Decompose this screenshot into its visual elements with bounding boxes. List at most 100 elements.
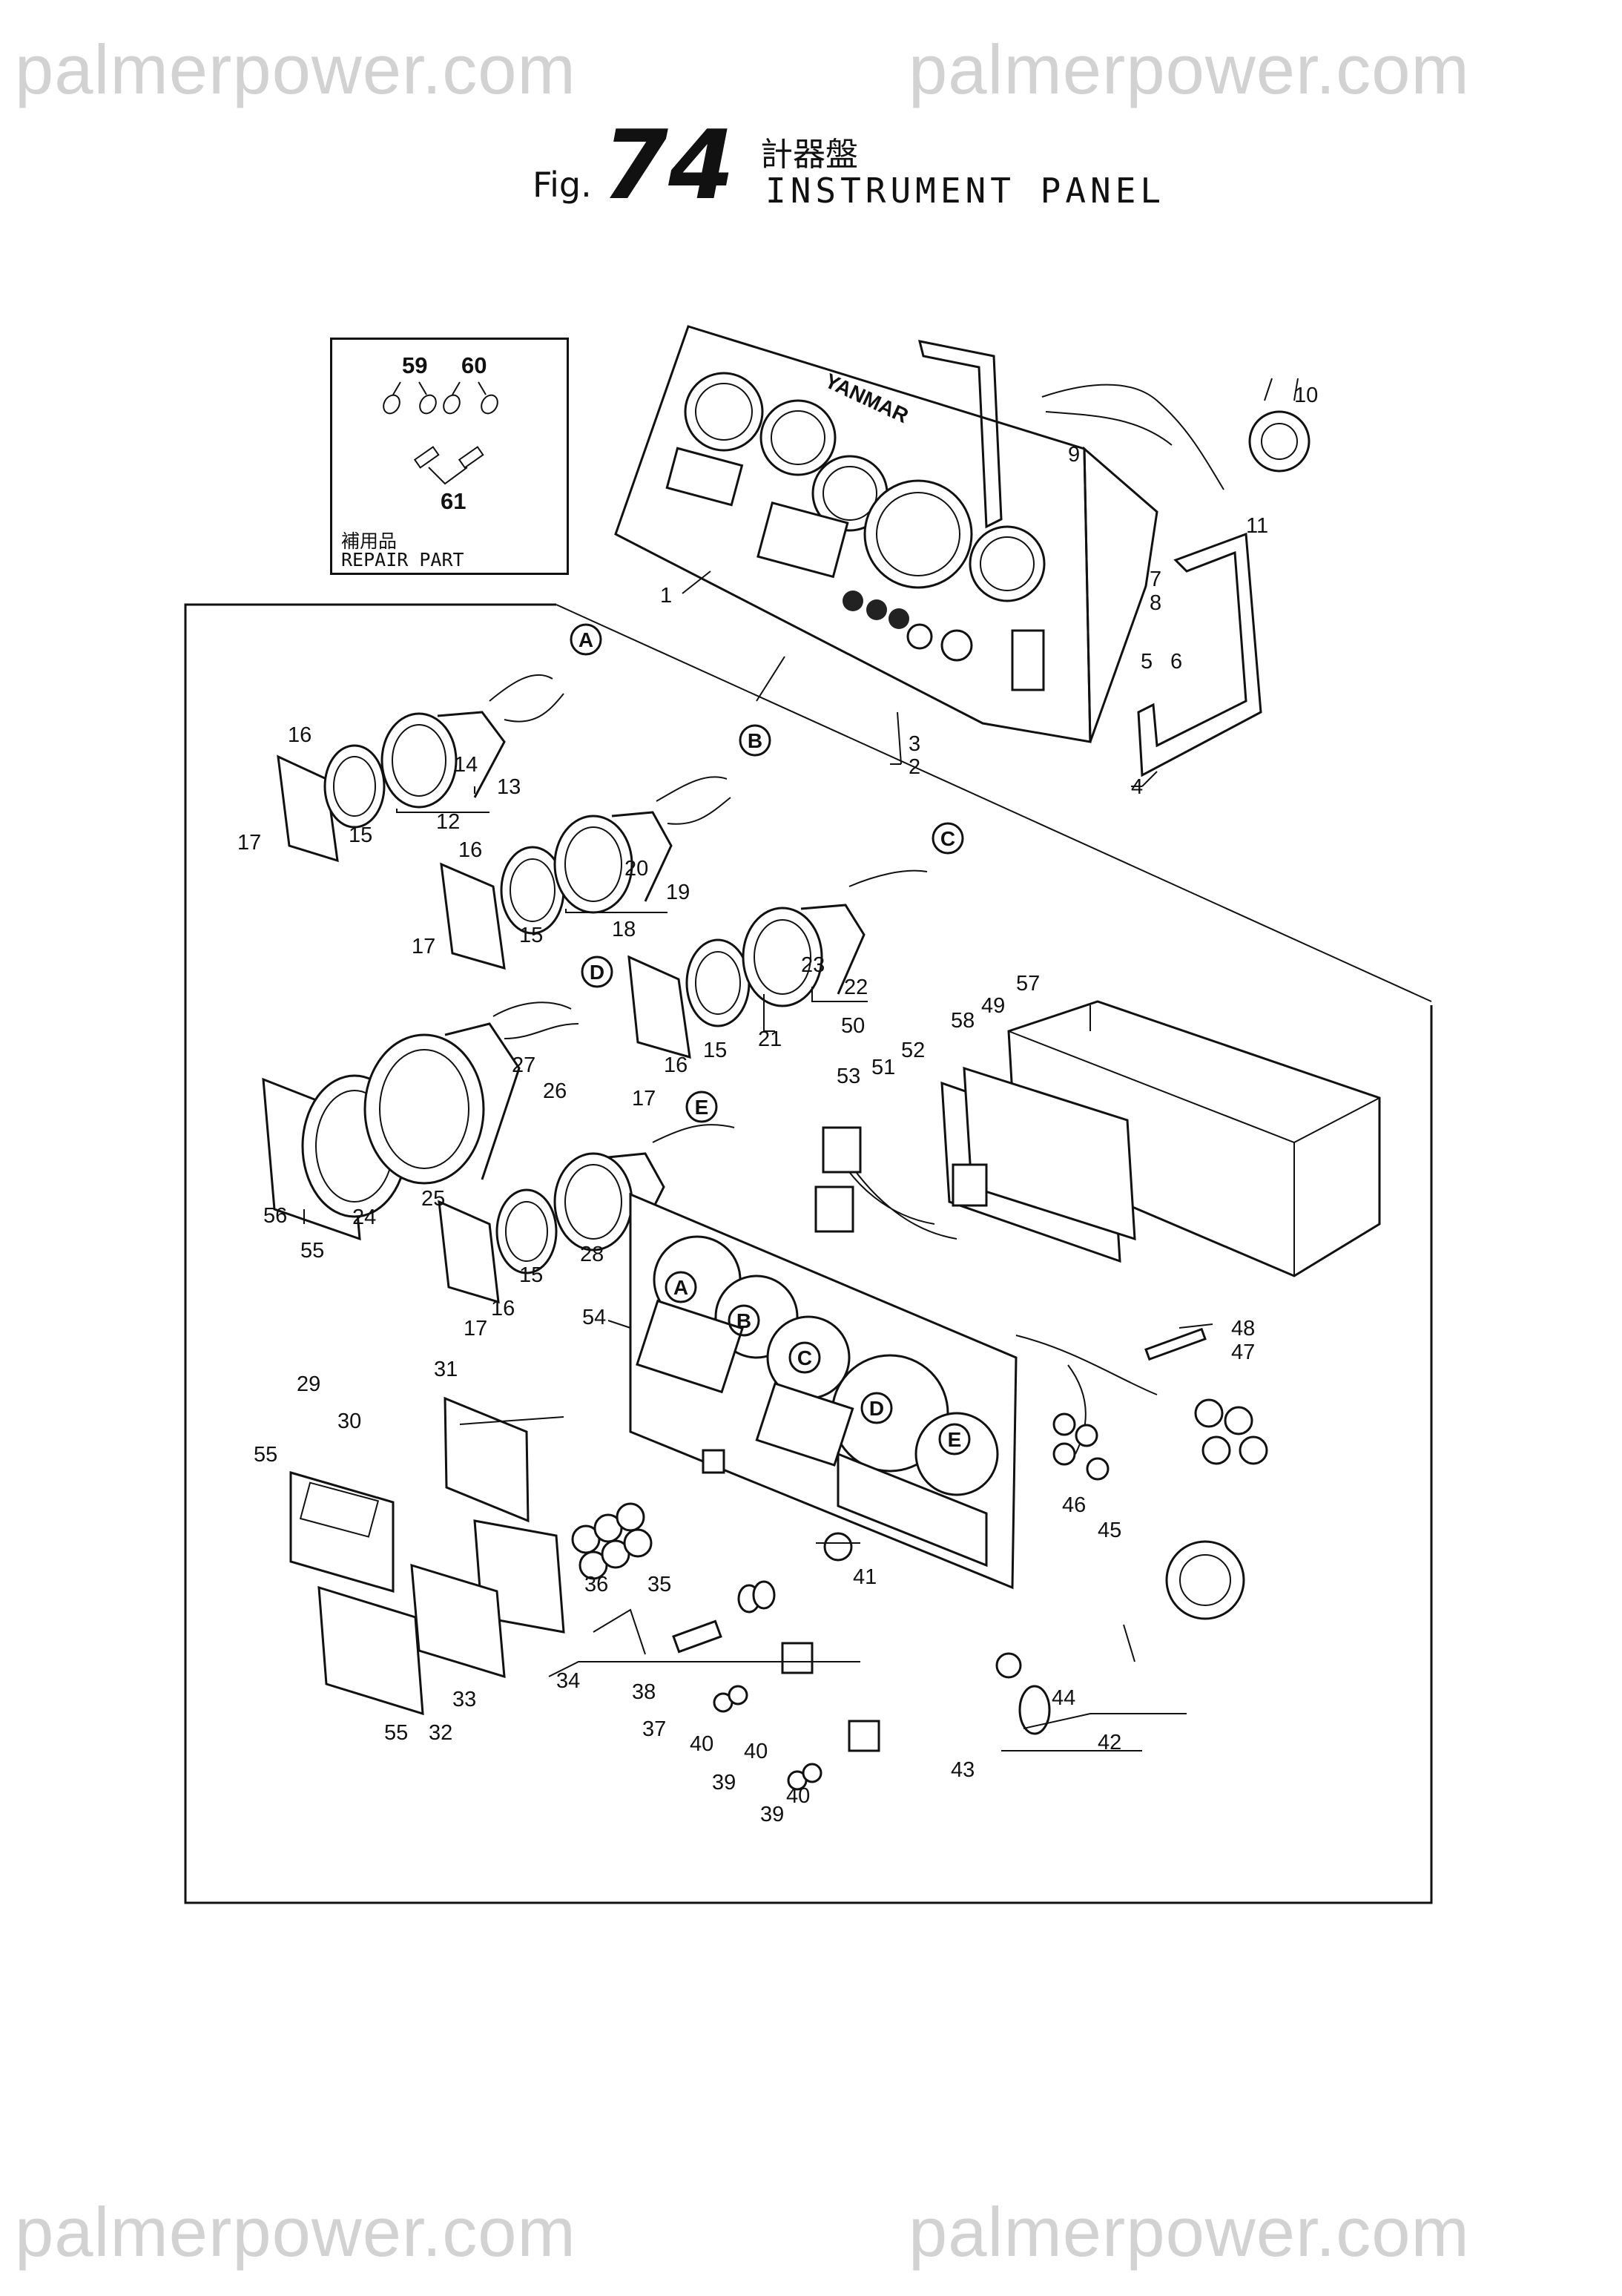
part-label-58: 58: [951, 1009, 975, 1033]
figure-title: INSTRUMENT PANEL: [765, 171, 1166, 211]
left-meter-components: [289, 1396, 725, 1716]
part-label-44: 44: [1052, 1686, 1075, 1710]
panel-ref-c: C: [797, 1346, 812, 1369]
part-label-50: 50: [841, 1014, 865, 1038]
part-label-33: 33: [452, 1688, 476, 1711]
part-label-41: 41: [853, 1565, 877, 1589]
part-label-12: 12: [436, 810, 460, 834]
part-label-53: 53: [837, 1065, 860, 1088]
exploded-view-frame: [184, 603, 1433, 1904]
part-label-11: 11: [1246, 514, 1268, 538]
ref-circle-e: E: [695, 1096, 709, 1119]
panel-ref-b: B: [736, 1309, 751, 1332]
gauge-assembly-d: [262, 1001, 579, 1241]
part-label-10: 10: [1294, 384, 1318, 407]
part-label-26: 26: [543, 1079, 567, 1103]
part-number-labels: 1 2 3 4 5 6 7 8 9 10 11 12 13 14 15 16 1…: [237, 384, 1318, 1826]
part-label-57: 57: [1016, 972, 1040, 996]
part-label-7: 7: [1150, 568, 1161, 591]
part-label-34: 34: [556, 1669, 580, 1693]
figure-prefix: Fig.: [533, 165, 592, 205]
part-label-60: 60: [461, 352, 487, 378]
part-label-43: 43: [951, 1758, 975, 1782]
watermark-bottom-left: palmerpower.com: [15, 2193, 576, 2271]
part-label-49: 49: [981, 994, 1005, 1018]
figure-header: Fig. 74 計器盤 INSTRUMENT PANEL: [0, 119, 1622, 230]
part-label-40-c: 40: [786, 1784, 810, 1808]
part-label-51: 51: [871, 1056, 895, 1079]
part-label-39: 39: [712, 1771, 736, 1795]
part-label-8: 8: [1150, 591, 1161, 615]
part-label-35: 35: [647, 1573, 671, 1596]
gauge-assembly-b: [440, 776, 731, 970]
watermark-bottom-right: palmerpower.com: [909, 2193, 1470, 2271]
panel-ref-d: D: [869, 1397, 884, 1420]
part-label-42: 42: [1098, 1731, 1121, 1754]
part-label-39-b: 39: [760, 1803, 784, 1826]
part-label-40-b: 40: [744, 1740, 768, 1763]
main-panel-plate: [629, 1192, 1018, 1590]
part-label-17: 17: [237, 831, 261, 855]
repair-part-box: 補用品 REPAIR PART: [330, 338, 569, 575]
part-label-55-left: 55: [254, 1443, 277, 1467]
part-label-27: 27: [512, 1053, 535, 1077]
lower-switch-parts: [672, 1532, 1051, 1791]
ref-circle-c: C: [940, 827, 955, 850]
part-label-15-e: 15: [519, 1263, 543, 1287]
part-label-31: 31: [434, 1358, 458, 1381]
part-label-16-c: 16: [664, 1053, 688, 1077]
part-label-47: 47: [1231, 1341, 1255, 1364]
repair-part-icons: 59 60 61: [383, 352, 498, 514]
part-label-32: 32: [429, 1721, 452, 1745]
part-label-15-c: 15: [703, 1039, 727, 1062]
figure-number: 74: [602, 111, 735, 221]
gauge-assembly-e: [438, 1124, 735, 1304]
part-label-46: 46: [1062, 1493, 1086, 1517]
figure-title-japanese: 計器盤: [760, 136, 858, 174]
part-label-17-c: 17: [632, 1087, 656, 1111]
part-label-25: 25: [421, 1187, 445, 1211]
leader-lines: [303, 570, 1213, 1751]
part-label-16-b: 16: [458, 838, 482, 862]
panel-ref-e: E: [948, 1428, 962, 1451]
part-label-61: 61: [441, 488, 466, 514]
part-label-9: 9: [1068, 443, 1080, 467]
part-label-4: 4: [1131, 775, 1143, 799]
ref-circle-b: B: [748, 729, 762, 752]
part-label-18: 18: [612, 918, 636, 941]
part-label-36: 36: [584, 1573, 608, 1596]
part-label-23: 23: [801, 953, 825, 977]
part-label-22: 22: [844, 976, 868, 999]
part-label-17-b: 17: [412, 935, 435, 958]
part-label-20: 20: [624, 857, 648, 881]
lower-harness-and-switches: [1015, 1327, 1268, 1620]
part-label-15: 15: [349, 823, 372, 847]
part-label-21: 21: [758, 1027, 782, 1051]
part-label-16-e: 16: [491, 1297, 515, 1320]
part-label-15-b: 15: [519, 924, 543, 947]
part-label-45: 45: [1098, 1519, 1121, 1542]
part-label-19: 19: [666, 881, 690, 904]
part-label-37: 37: [642, 1717, 666, 1741]
part-label-52: 52: [901, 1039, 925, 1062]
gauge-assembly-c: [627, 869, 928, 1059]
part-label-5: 5: [1141, 650, 1153, 674]
part-label-13: 13: [497, 775, 521, 799]
part-label-24: 24: [352, 1205, 376, 1229]
part-label-40: 40: [690, 1732, 713, 1756]
part-label-30: 30: [337, 1409, 361, 1433]
part-label-55: 55: [300, 1239, 324, 1263]
watermark-top-left: palmerpower.com: [15, 30, 576, 108]
upper-bracket-and-harness: [917, 340, 1311, 777]
part-label-17-e: 17: [464, 1317, 487, 1341]
reference-circles: A B C D E A B C D E: [570, 623, 971, 1455]
ref-circle-d: D: [590, 961, 604, 984]
part-label-55-bottom: 55: [384, 1721, 408, 1745]
repair-part-label-japanese: 補用品: [341, 530, 398, 552]
part-label-28: 28: [580, 1243, 604, 1266]
part-label-3: 3: [909, 732, 920, 756]
part-label-29: 29: [297, 1372, 320, 1396]
assembled-instrument-panel: YANMAR: [614, 325, 1158, 743]
part-label-48: 48: [1231, 1317, 1255, 1341]
